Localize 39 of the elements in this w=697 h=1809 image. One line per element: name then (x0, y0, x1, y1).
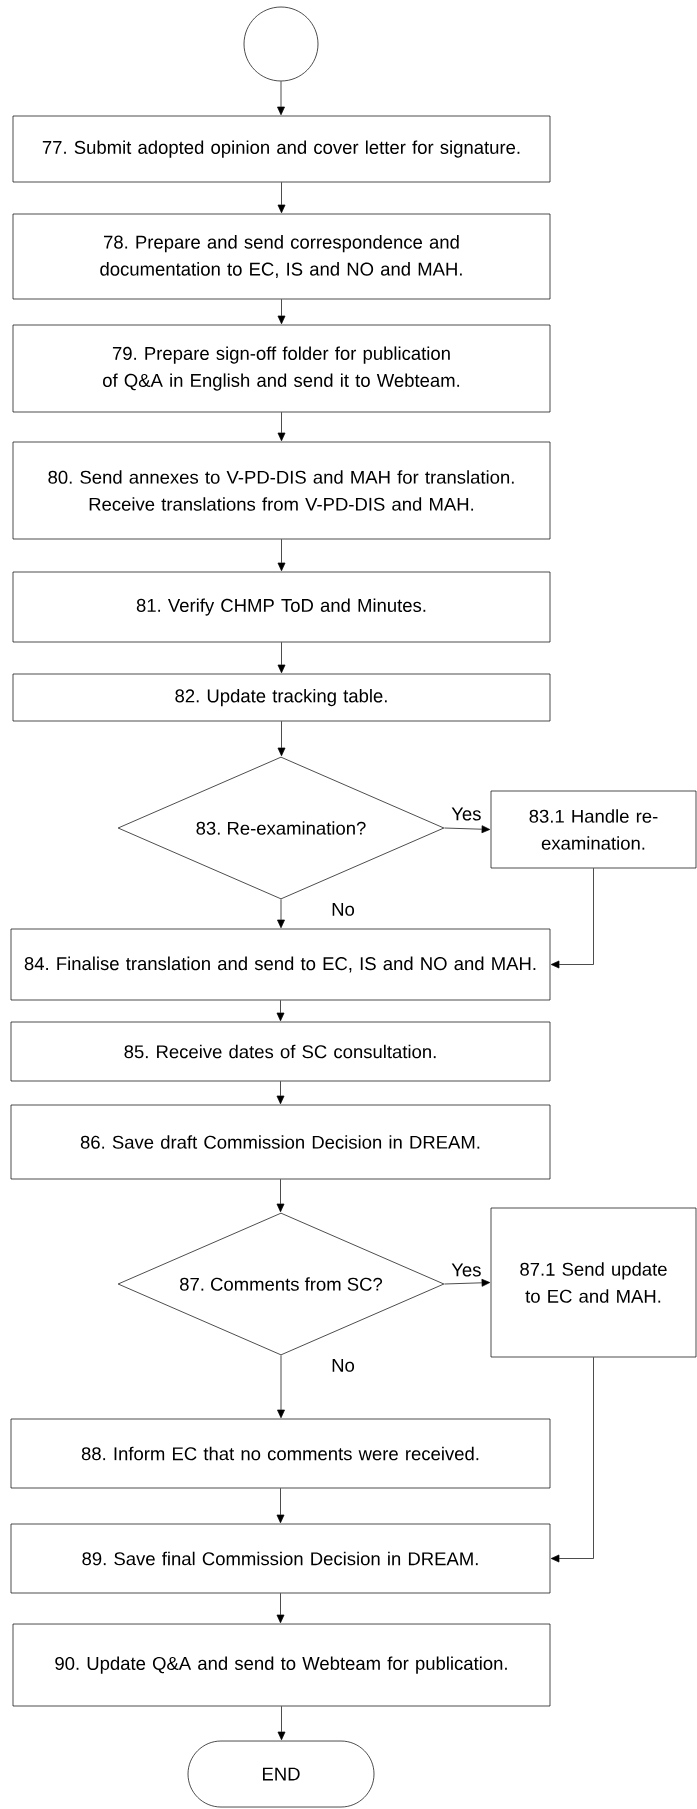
start-circle (243, 6, 319, 82)
arrow (277, 412, 286, 442)
edge-label: Yes (450, 806, 483, 822)
arrow (277, 81, 285, 116)
process-box: 87.1 Send update to EC and MAH. (490, 1207, 697, 1358)
arrow (277, 1706, 286, 1741)
arrow (277, 1355, 285, 1419)
arrow (277, 299, 286, 325)
arrow (444, 825, 491, 834)
end-terminator: END (187, 1740, 375, 1808)
arrow (276, 1081, 285, 1105)
process-box: 81. Verify CHMP ToD and Minutes. (12, 571, 551, 643)
arrow (277, 539, 286, 572)
process-box: 86. Save draft Commission Decision in DREAM. (10, 1104, 551, 1180)
edge-label: No (330, 1357, 356, 1373)
process-box: 78. Prepare and send correspondence and documentation to EC, IS and NO and MAH. (12, 213, 551, 300)
arrow (444, 1278, 491, 1287)
process-box: 77. Submit adopted opinion and cover letter for signature. (12, 115, 551, 183)
process-box: 89. Save final Commission Decision in DREAM. (10, 1523, 551, 1594)
arrow (277, 721, 286, 757)
arrow (276, 1488, 285, 1524)
arrow (277, 182, 286, 214)
edge-label: No (330, 901, 356, 917)
edge-label: Yes (450, 1262, 483, 1278)
process-box: 80. Send annexes to V-PD-DIS and MAH for translation. Receive translations from V-PD-DIS and MAH. (12, 441, 551, 540)
arrow (276, 1000, 285, 1022)
arrow (276, 1593, 285, 1624)
arrow (550, 868, 594, 969)
arrow (550, 1357, 594, 1563)
process-box: 90. Update Q&A and send to Webteam for publication. (12, 1623, 551, 1707)
process-box: 84. Finalise translation and send to EC, IS and NO and MAH. (10, 928, 551, 1001)
arrow (276, 1179, 285, 1213)
process-box: 88. Inform EC that no comments were received. (10, 1418, 551, 1489)
arrow (277, 899, 285, 929)
process-box: 85. Receive dates of SC consultation. (10, 1021, 551, 1082)
process-box: 82. Update tracking table. (12, 673, 551, 722)
process-box: 83.1 Handle re-examination. (490, 790, 697, 869)
process-box: 79. Prepare sign-off folder for publication of Q&A in English and send it to Webteam. (12, 324, 551, 413)
arrow (277, 642, 286, 674)
